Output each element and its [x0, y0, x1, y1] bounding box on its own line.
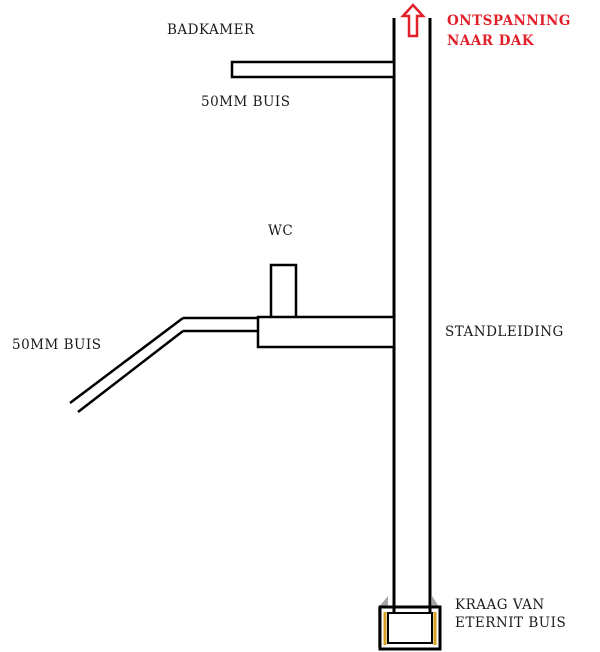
label-naar-dak: NAAR DAK: [447, 33, 535, 49]
left-pipe-slope-upper: [69, 317, 184, 404]
standpipe: [392, 18, 432, 602]
left-branch-pipe: [69, 316, 258, 413]
label-kraag-van: KRAAG VAN: [455, 597, 545, 613]
label-eternit-buis: ETERNIT BUIS: [455, 615, 567, 631]
label-standleiding: STANDLEIDING: [445, 324, 564, 340]
wc-horizontal-pipe: [256, 315, 396, 349]
wc-connection: [256, 263, 396, 349]
left-pipe-slope-lower: [77, 330, 184, 413]
label-50mm-buis-top: 50MM BUIS: [201, 94, 291, 110]
bathroom-branch-pipe: [230, 60, 396, 79]
label-ontspanning: ONTSPANNING: [447, 13, 571, 29]
vent-arrow-icon: [400, 3, 426, 38]
eternit-collar: [378, 596, 442, 651]
collar-inner: [387, 612, 433, 644]
label-50mm-buis-left: 50MM BUIS: [12, 337, 102, 353]
wc-outlet-pipe: [269, 263, 298, 320]
label-badkamer: BADKAMER: [167, 22, 255, 38]
label-wc: WC: [268, 223, 294, 239]
